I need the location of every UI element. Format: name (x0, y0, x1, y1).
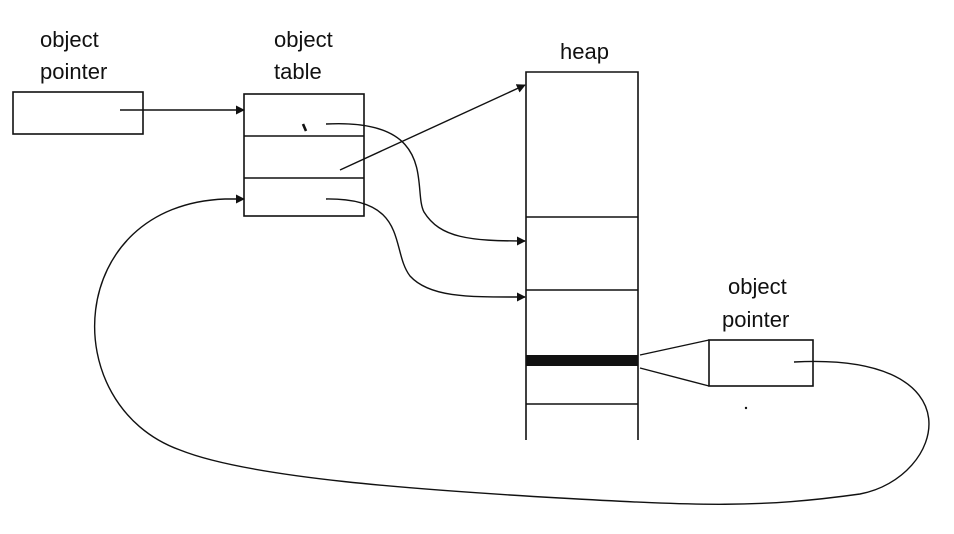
arrow-row3-to-heap-object2 (325, 198, 526, 302)
left-pointer-label-line1: object (40, 27, 99, 52)
heap-highlight-bar (526, 355, 638, 366)
funnel-line-top (639, 339, 710, 356)
arrow-row2-to-heap-top (339, 84, 526, 171)
object-table (243, 93, 365, 217)
object-table-label-line2: table (274, 59, 322, 84)
table-entry-dot (301, 123, 308, 132)
funnel-line-bottom (639, 367, 710, 387)
object-table-outline (243, 93, 365, 217)
heap-outline (525, 71, 639, 440)
right-pointer-label-line2: pointer (722, 307, 789, 332)
left-object-pointer-box (12, 91, 144, 135)
object-table-label-line1: object (274, 27, 333, 52)
right-pointer-label-line1: object (728, 274, 787, 299)
left-pointer-label-line2: pointer (40, 59, 107, 84)
arrow-loop-pointer-to-table-row3 (94, 194, 930, 505)
stray-dot (744, 406, 748, 410)
right-object-pointer-box (708, 339, 814, 387)
heap-label: heap (560, 39, 609, 64)
arrow-row1-to-heap-object1 (325, 123, 526, 246)
heap-column (525, 71, 639, 440)
